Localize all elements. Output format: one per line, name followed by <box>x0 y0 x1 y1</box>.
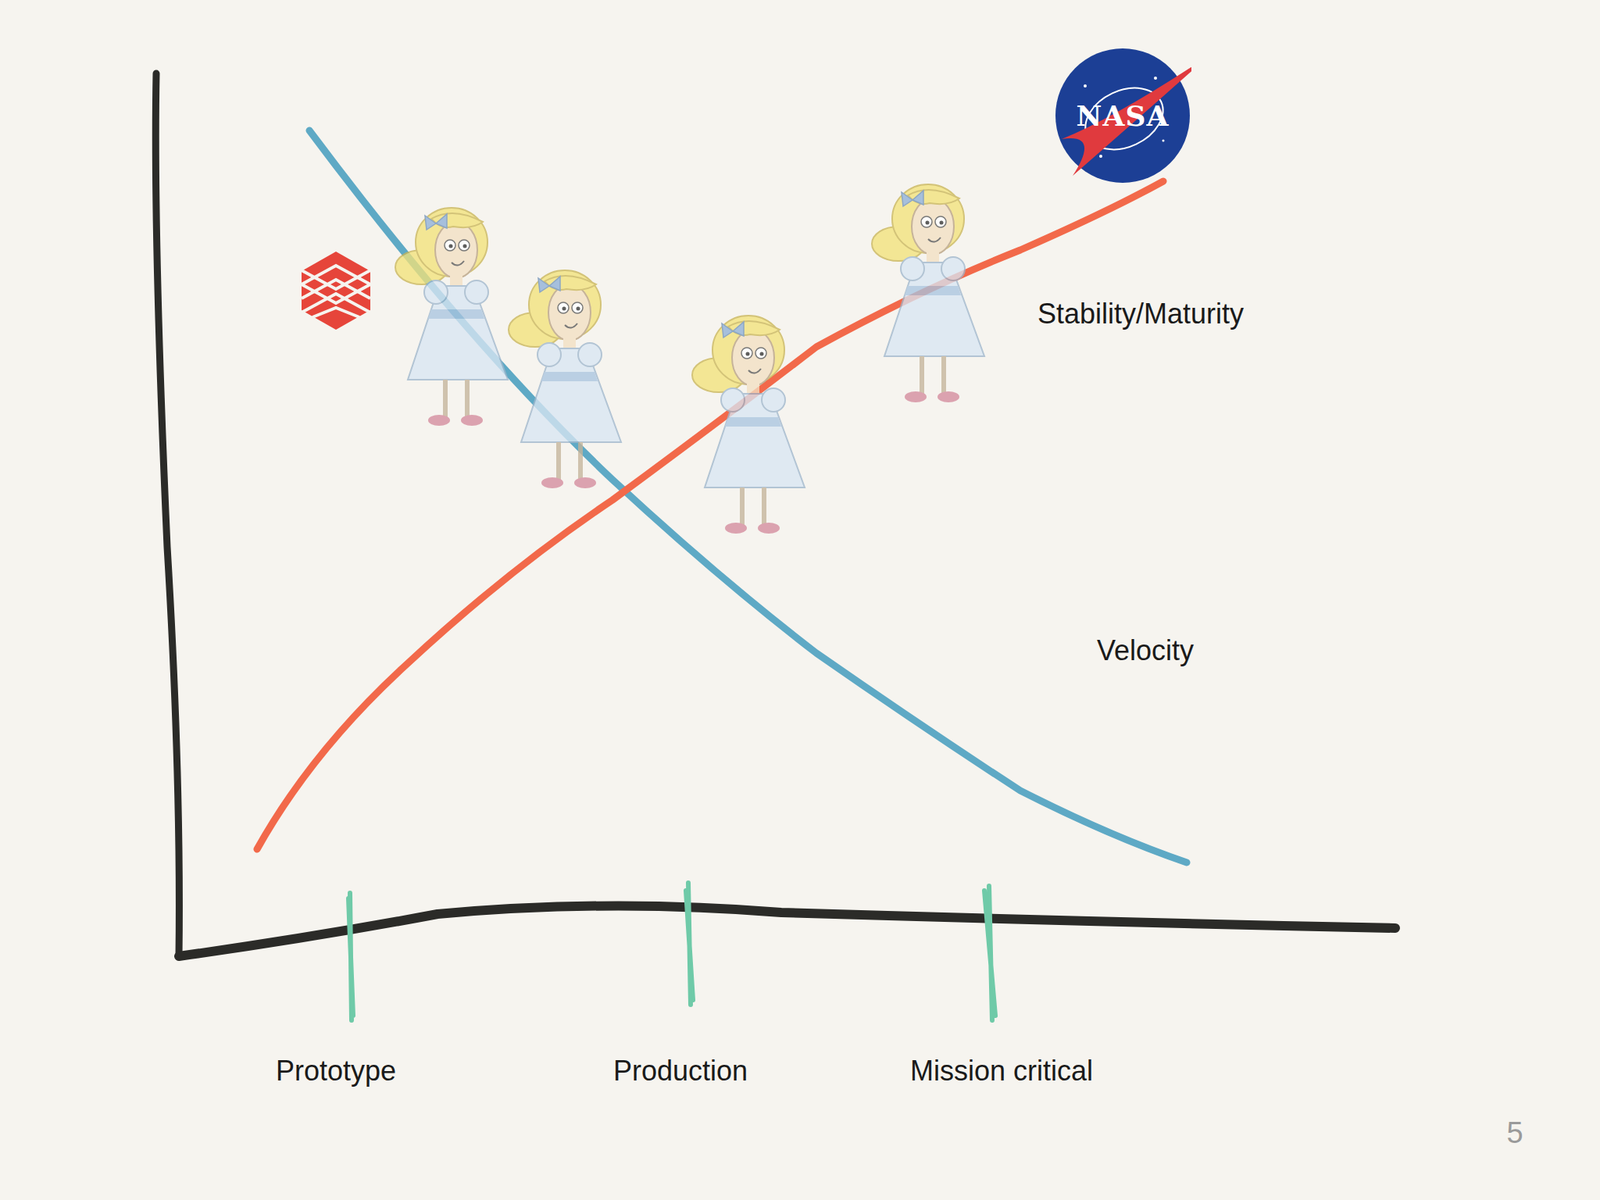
axis-tick-label: Mission critical <box>910 1053 1093 1088</box>
axis-tick-label: Production <box>613 1053 748 1088</box>
curve-label: Stability/Maturity <box>1037 296 1244 331</box>
logo-circle: NASA <box>1053 46 1192 185</box>
curve-label: Velocity <box>1096 633 1194 668</box>
axis-tick-label: Prototype <box>275 1053 397 1088</box>
page-number: 5 <box>1506 1115 1523 1152</box>
logo-text: NASA <box>1053 46 1192 185</box>
